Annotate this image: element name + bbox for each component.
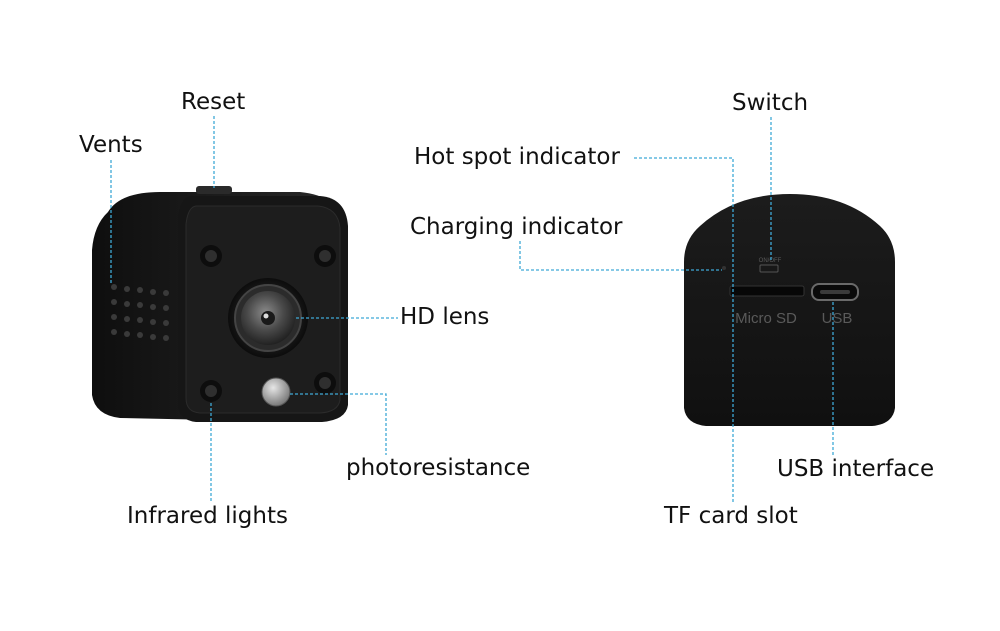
switch-marking: ON/OFF [759,258,782,264]
charging-indicator-label: Charging indicator [410,214,623,240]
screw-icon [200,245,336,267]
vents-icon [111,284,169,341]
infrared-light-icon [200,372,336,402]
camera-back-view: ON/OFF Micro SD USB [684,194,895,426]
photoresistance-icon [261,377,291,407]
hd-lens-label: HD lens [400,304,490,330]
photoresistance-leader-line [290,393,387,455]
hot-spot-leader-line [634,157,734,502]
reset-button [196,186,232,194]
tf-card-slot-icon [729,285,805,297]
usb-interface-label: USB interface [777,456,935,482]
micro-sd-print: Micro SD [735,310,797,327]
camera-front-view [92,186,348,422]
tf-card-slot-label: TF card slot [664,503,798,529]
switch-icon [759,264,779,273]
hot-spot-indicator-label: Hot spot indicator [414,144,620,170]
infrared-lights-label: Infrared lights [127,503,288,529]
leader-lines [110,116,834,502]
charging-indicator-led [722,266,726,270]
reset-label: Reset [181,89,246,115]
photoresistance-label: photoresistance [346,455,531,481]
vents-label: Vents [79,132,143,158]
hd-lens-icon [228,278,308,358]
usb-print: USB [822,310,853,327]
switch-label: Switch [732,90,809,116]
